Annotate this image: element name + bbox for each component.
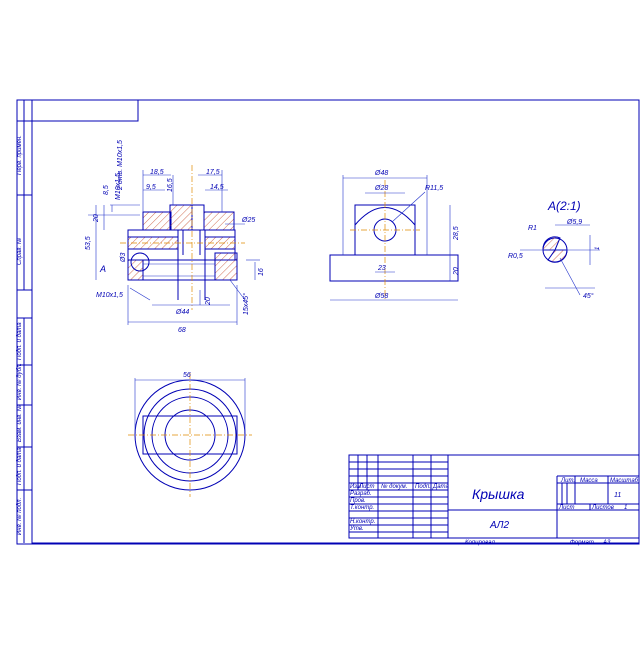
dim-1: 1 [595,247,601,250]
copied-label: Копировал [465,540,495,546]
dim-m10-holes: М10х1,5 [115,173,122,200]
tb-lit-label: Лит. [560,478,575,484]
dim-diam-58: Ø58 [374,293,388,300]
detail-label-a: А [99,264,106,274]
dim-m10-left: М10х1,5 [96,292,123,299]
stamp-first-use: Перв. примен. [17,135,23,175]
dim-20-side: 20 [453,267,460,276]
title-block: Изм Лист № докум. Подп. Дата Разраб. Про… [348,454,640,539]
outer-border [16,99,640,545]
dim-16-5: 16,5 [167,178,174,192]
dim-chamfer: 15х45° [242,293,250,315]
dim-23: 23 [377,265,386,272]
side-stamp-column: Перв. примен. Справ. № Подп. и дата Инв.… [16,100,32,543]
dim-r1: R1 [528,225,537,232]
mass-value: 11 [614,492,621,499]
stamp-ref-number: Справ. № [16,237,23,265]
stamp-replaced-inventory: Взам. инв. № [16,404,23,442]
stamp-original-inventory: Инв. № подл. [16,498,23,535]
dim-diam-25: Ø25 [241,217,255,224]
dim-28-5: 28,5 [453,226,460,241]
material: АЛ2 [489,520,510,531]
tb-col-date: Дата [432,484,449,490]
dim-diam-44: Ø44 [175,309,189,316]
upper-title-box [31,99,139,122]
dim-diam-48: Ø48 [374,170,388,177]
tb-row-ncontrol: Н.контр. [350,519,375,525]
dim-8-5: 8,5 [103,185,110,195]
dim-68: 68 [178,327,186,334]
dim-r0-5: R0,5 [508,253,523,260]
format-value: А3 [602,540,611,546]
dim-56: 56 [183,372,191,379]
dim-diam-28: Ø28 [374,185,388,192]
front-section-view: 18,5 17,5 9,5 16,5 14,5 8,5 20 53,5 Ø25 … [85,140,265,334]
tb-row-tcontrol: Т.контр. [350,505,374,511]
drawing-title: Крышка [472,486,525,502]
tb-col-list: Лист [358,484,374,490]
format-label: Формат [570,540,594,546]
tb-sheets-label: Листов [591,505,614,511]
tb-scale-label: Масштаб [610,478,639,484]
stamp-sign-date-1: Подп. и дата [17,322,23,360]
dim-17-5: 17,5 [206,169,220,176]
dim-9-5: 9,5 [146,184,156,191]
detail-view: А(2:1) R1 Ø5,9 R0,5 1 45° [508,199,601,300]
sheets-count: 1 [624,505,627,511]
top-view: 56 [128,372,252,497]
inner-frame [31,99,640,544]
dim-r11-5: R11,5 [425,185,443,192]
tb-sheet-label: Лист [558,505,574,511]
dim-18-5: 18,5 [150,169,164,176]
stamp-sign-date-2: Подп. и дата [17,447,23,485]
dim-53-5: 53,5 [85,236,92,250]
side-view: Ø48 Ø28 R11,5 28,5 23 20 Ø58 [329,170,460,301]
tb-row-approved: Утв. [349,526,364,532]
stamp-dup-inventory: Инв. № дубл. [16,363,23,400]
dim-14-5: 14,5 [210,184,224,191]
tb-mass-label: Масса [580,478,598,484]
tb-row-developer: Разраб. [350,491,372,497]
dim-20-top: 20 [93,214,100,223]
dim-45deg: 45° [583,292,594,300]
dim-diam-3: Ø3 [120,253,127,263]
dim-16: 16 [258,268,265,276]
dim-2-holes: 2 отв. М10х1,5 [117,140,124,191]
tb-row-checker: Пров. [350,498,366,504]
dim-20-base: 20 [205,297,212,306]
tb-col-sign: Подп. [415,484,431,490]
tb-col-doc: № докум. [381,483,407,490]
dim-diam-5-9: Ø5,9 [566,219,582,226]
detail-view-title: А(2:1) [547,199,581,213]
tb-col-izm: Изм [350,484,361,490]
